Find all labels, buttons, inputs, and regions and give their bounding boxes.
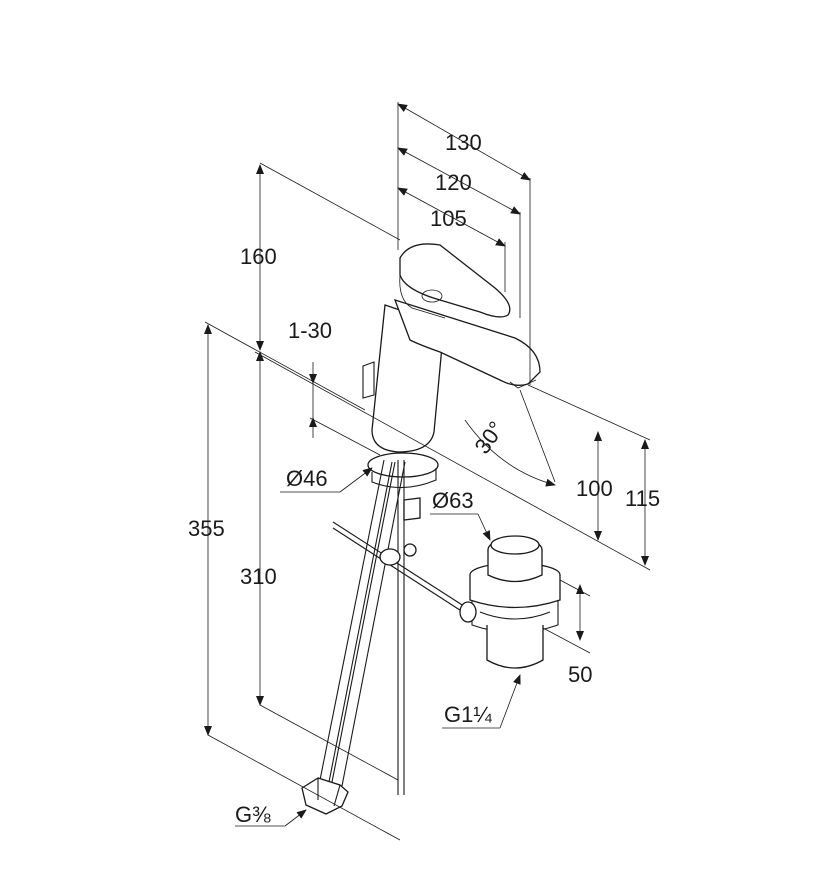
dim-130: 130 <box>445 130 482 155</box>
dim-50: 50 <box>568 662 592 687</box>
dim-105: 105 <box>430 206 467 231</box>
dim-thread-supply: G⅜ <box>235 802 271 827</box>
dim-diameter-63: Ø63 <box>432 488 474 513</box>
dim-115: 115 <box>625 486 660 511</box>
dim-160: 160 <box>240 244 277 269</box>
waste-assembly <box>459 535 561 669</box>
dim-120: 120 <box>435 170 472 195</box>
faucet-body <box>301 243 541 815</box>
dim-100: 100 <box>576 476 613 501</box>
dim-310: 310 <box>240 564 277 589</box>
dim-diameter-46: Ø46 <box>286 466 328 491</box>
dimension-lines: 130 120 105 160 1-30 Ø46 Ø63 30° 100 115… <box>188 102 660 841</box>
dim-thread-waste: G1¼ <box>444 702 492 727</box>
dim-1-30: 1-30 <box>288 318 332 343</box>
dim-angle-30: 30° <box>469 417 509 459</box>
dim-355: 355 <box>188 516 225 541</box>
